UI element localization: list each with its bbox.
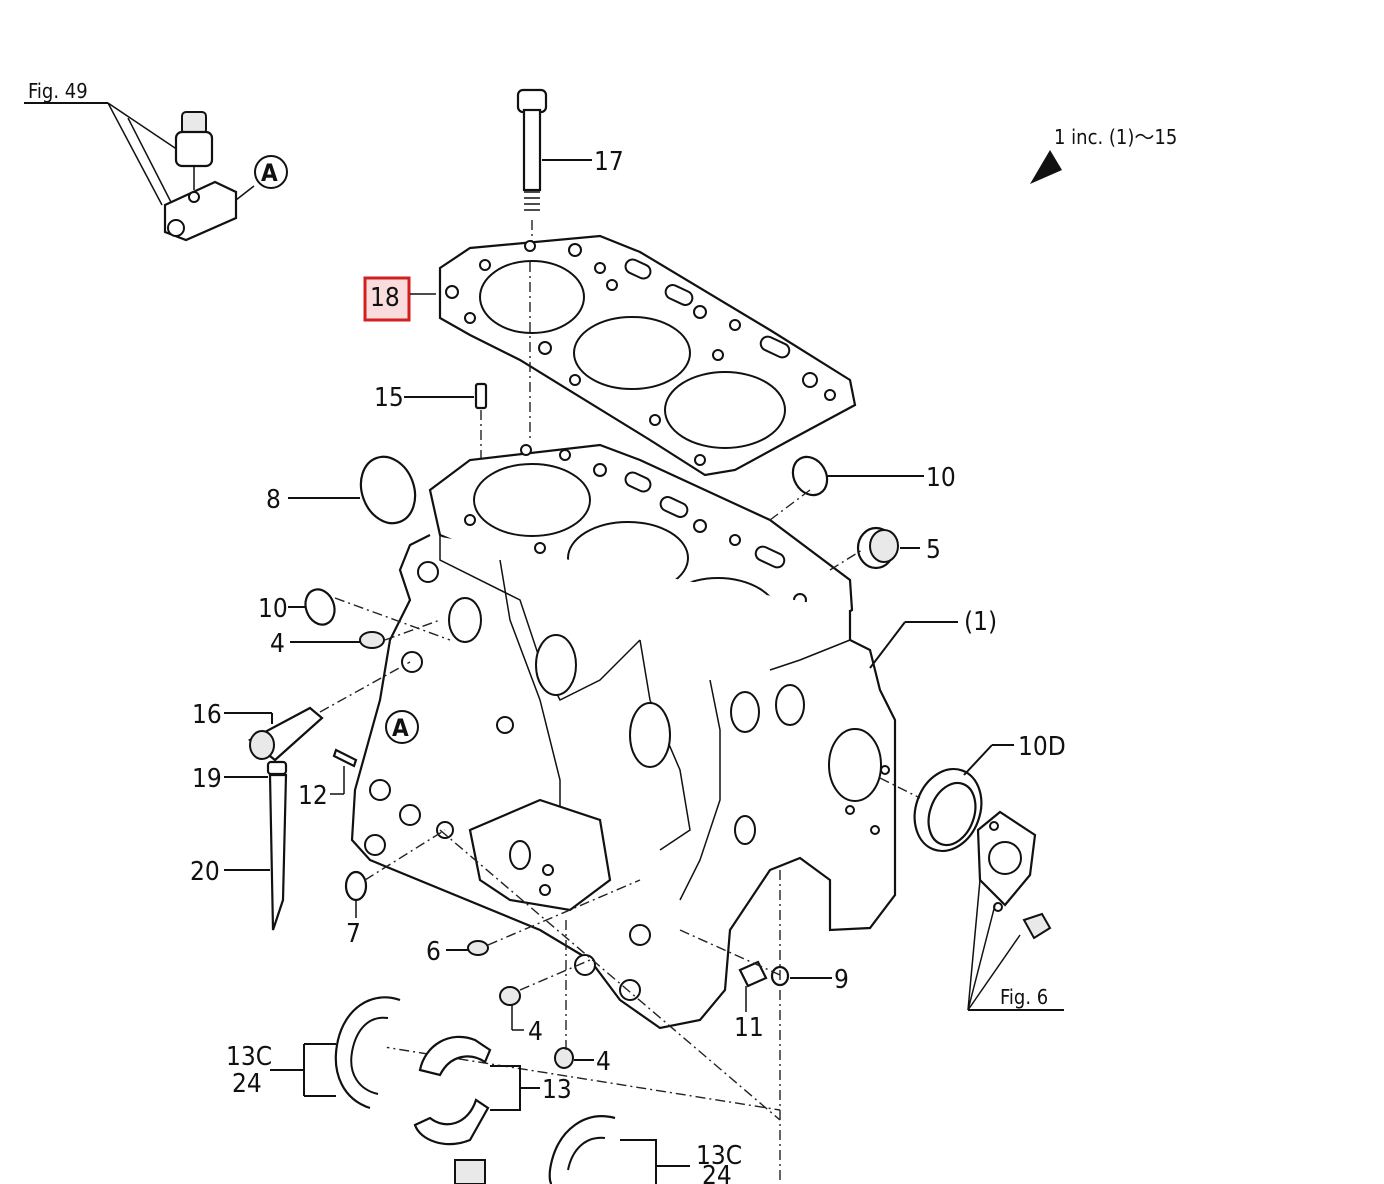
circle-marker-a-top xyxy=(254,155,288,189)
part-16-oil-pressure-switch[interactable] xyxy=(224,706,324,762)
circle-marker-a-block xyxy=(385,710,419,744)
inclusion-note: 1 inc. (1)～15 xyxy=(1054,125,1177,149)
label-13[interactable]: 13 xyxy=(542,1075,572,1105)
part-10-expansion-plug-left[interactable] xyxy=(288,585,339,628)
part-5-drain-plug[interactable] xyxy=(856,526,920,570)
label-1[interactable]: (1) xyxy=(964,607,997,637)
label-5[interactable]: 5 xyxy=(926,535,941,565)
label-20[interactable]: 20 xyxy=(190,857,220,887)
label-10d[interactable]: 10D xyxy=(1018,732,1066,762)
part-13c-24-thrust-washer-right[interactable] xyxy=(548,1115,690,1184)
label-17[interactable]: 17 xyxy=(594,147,624,177)
label-9[interactable]: 9 xyxy=(834,965,849,995)
part-11-dowel[interactable] xyxy=(738,960,768,1012)
label-13c-left[interactable]: 13C xyxy=(226,1042,272,1072)
label-16[interactable]: 16 xyxy=(192,700,222,730)
part-18-callout[interactable]: 18 xyxy=(363,276,436,322)
part-18-cylinder-head-gasket[interactable] xyxy=(438,234,857,477)
part-4-plug-low[interactable] xyxy=(554,1047,594,1069)
fig49-reference[interactable]: Fig. 49 xyxy=(28,79,88,103)
label-4-left[interactable]: 4 xyxy=(270,629,285,659)
part-7-plug[interactable] xyxy=(344,870,368,918)
part-10-expansion-plug-right[interactable] xyxy=(786,451,924,502)
label-4-low[interactable]: 4 xyxy=(596,1047,611,1077)
part-9-plug[interactable] xyxy=(770,965,832,987)
part-6-plug[interactable] xyxy=(446,940,489,956)
label-8[interactable]: 8 xyxy=(266,485,281,515)
label-10-left[interactable]: 10 xyxy=(258,594,288,624)
label-12[interactable]: 12 xyxy=(298,781,328,811)
part-20-dipstick[interactable] xyxy=(224,773,288,931)
part-8-core-plug[interactable] xyxy=(288,449,424,531)
label-7[interactable]: 7 xyxy=(346,919,361,949)
label-24-left[interactable]: 24 xyxy=(232,1069,262,1099)
part-12-pin[interactable] xyxy=(330,748,358,795)
header-note-group: 1 inc. (1)～15 xyxy=(1030,125,1177,184)
part-10d-bushing[interactable] xyxy=(904,744,1014,860)
marker-a-top: A xyxy=(261,159,278,187)
label-11[interactable]: 11 xyxy=(734,1013,764,1043)
arrow-icon xyxy=(1030,150,1062,184)
part-15-dowel-pin[interactable] xyxy=(404,382,488,410)
label-24-right[interactable]: 24 xyxy=(702,1161,732,1184)
marker-a-block: A xyxy=(392,714,409,742)
part-4-plug-mid[interactable] xyxy=(499,986,524,1031)
label-4-mid[interactable]: 4 xyxy=(528,1017,543,1047)
fig6-reference[interactable]: Fig. 6 xyxy=(1000,985,1048,1009)
label-19[interactable]: 19 xyxy=(192,764,222,794)
label-10-right[interactable]: 10 xyxy=(926,463,956,493)
part-17-head-bolt[interactable] xyxy=(516,88,592,211)
label-6[interactable]: 6 xyxy=(426,937,441,967)
part-4-plug-left[interactable] xyxy=(290,631,385,649)
fig49-sensor-assembly: Fig. 49 A xyxy=(24,79,288,242)
part-1-cylinder-block[interactable] xyxy=(350,443,958,1030)
fig6-cover-assembly: Fig. 6 xyxy=(967,810,1064,1011)
part-13c-24-thrust-washer-left[interactable] xyxy=(270,996,401,1110)
part-13-main-bearing[interactable] xyxy=(413,1035,540,1145)
label-15[interactable]: 15 xyxy=(374,383,404,413)
label-18[interactable]: 18 xyxy=(370,283,400,313)
label-13c-right[interactable]: 13C xyxy=(696,1141,742,1171)
